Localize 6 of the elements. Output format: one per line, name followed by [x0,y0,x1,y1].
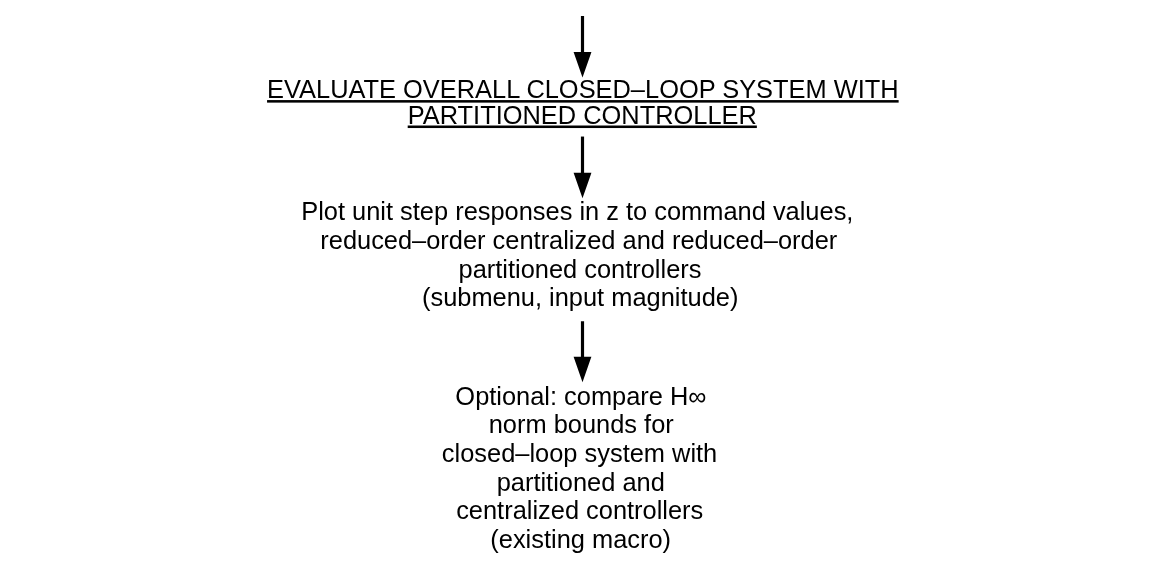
node-text: Plot unit step responses in z to command values, reduced–order centralized and reduced–order partitioned controllers (submenu, input magnitude) [300,197,853,312]
arrow [573,16,591,78]
arrow [573,136,591,199]
arrow [573,321,591,383]
node-text: Optional: compare H∞ norm bounds for closed–loop system with partitioned and centralized controllers (existing macro) [441,381,717,553]
node-text: EVALUATE OVERALL CLOSED–LOOP SYSTEM WITH PARTITIONED CONTROLLER [266,75,899,129]
